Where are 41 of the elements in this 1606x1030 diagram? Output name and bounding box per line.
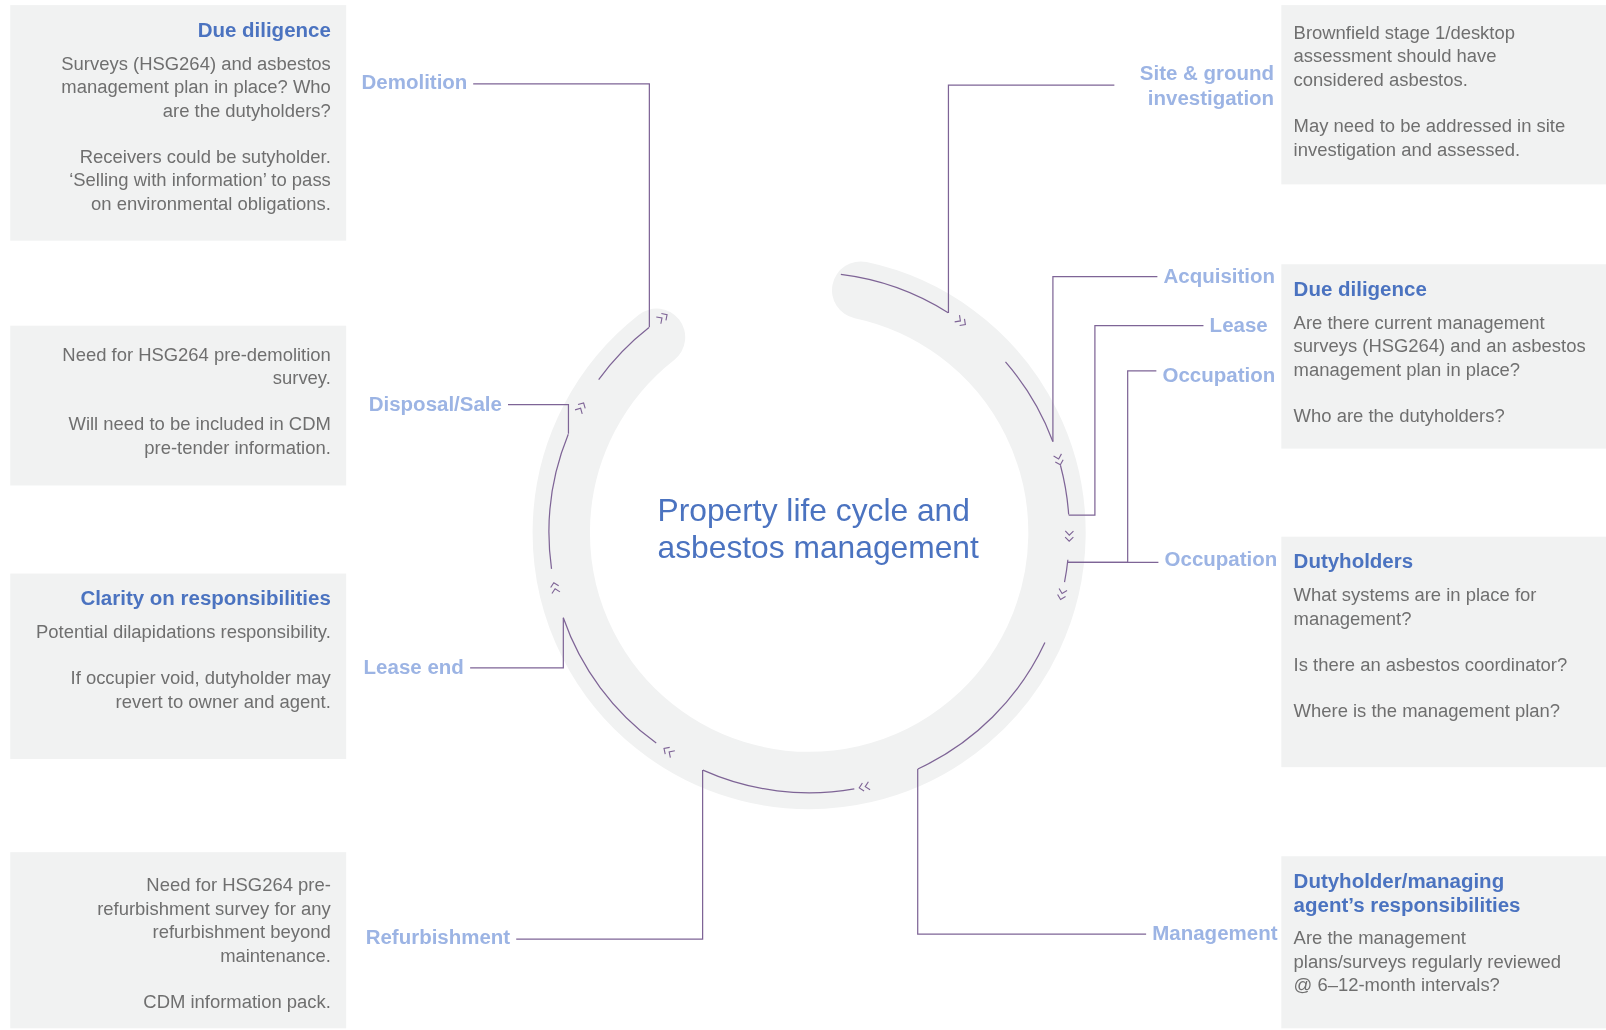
diagram-title: Property life cycle and asbestos management — [657, 492, 980, 567]
card-text: Potential dilapidations responsibility. — [35, 620, 331, 645]
card-heading: Due diligence — [196, 18, 331, 42]
leader-line — [947, 84, 1115, 314]
leader-line — [507, 403, 570, 435]
card-text: If occupier void, dutyholder may revert to owner and agent. — [69, 666, 331, 714]
card-text: Are there current management surveys (HSG264) and an asbestos management plan in place? — [1293, 311, 1587, 382]
card-text: Receivers could be sutyholder. ‘Selling with information’ to pass on environmental obligations. — [68, 145, 331, 217]
leader-line — [917, 768, 1147, 935]
stage-label: Demolition — [361, 69, 468, 95]
card-text: Need for HSG264 pre-demolition survey. — [61, 343, 331, 391]
stage-label: Site & ground investigation — [1120, 60, 1275, 112]
leader-line — [1068, 325, 1205, 516]
card-text: Are the management plans/surveys regularly reviewed @ 6–12-month intervals? — [1293, 926, 1563, 998]
card-text: Who are the dutyholders? — [1293, 404, 1506, 429]
stage-label: Lease end — [363, 653, 464, 680]
card-text: May need to be addressed in site investigation and assessed. — [1293, 114, 1567, 162]
card-text: Surveys (HSG264) and asbestos management plan in place? Who are the dutyholders? — [60, 52, 331, 123]
card-text: Need for HSG264 pre-refurbishment survey for any refurbishment beyond maintenance. — [96, 873, 331, 968]
leader-line — [469, 617, 564, 669]
leader-line — [472, 83, 650, 328]
stage-label: Refurbishment — [365, 924, 511, 950]
stage-label: Acquisition — [1163, 262, 1276, 289]
leader-line — [1052, 275, 1158, 443]
card-text: Where is the management plan? — [1293, 699, 1562, 724]
stage-label: Management — [1152, 920, 1278, 946]
stage-label: Disposal/Sale — [368, 390, 502, 417]
card-text: CDM information pack. — [142, 990, 331, 1014]
card-text: Brownfield stage 1/desktop assessment should have considered asbestos. — [1293, 21, 1516, 93]
card-text: Will need to be included in CDM pre-tender information. — [67, 412, 331, 460]
stage-label: Occupation — [1162, 362, 1276, 388]
card-heading: Clarity on responsibilities — [79, 586, 331, 611]
card-heading: Dutyholders — [1293, 550, 1415, 574]
stage-label: Lease — [1209, 311, 1268, 338]
card-heading: Due diligence — [1293, 277, 1428, 302]
stage-label: Occupation — [1164, 546, 1278, 573]
leader-line — [1066, 561, 1159, 563]
card-text: Is there an asbestos coordinator? — [1293, 653, 1569, 677]
card-heading: Dutyholder/managing agent’s responsibilities — [1293, 869, 1522, 917]
leader-line — [515, 769, 704, 940]
card-text: What systems are in place for management? — [1293, 583, 1538, 631]
